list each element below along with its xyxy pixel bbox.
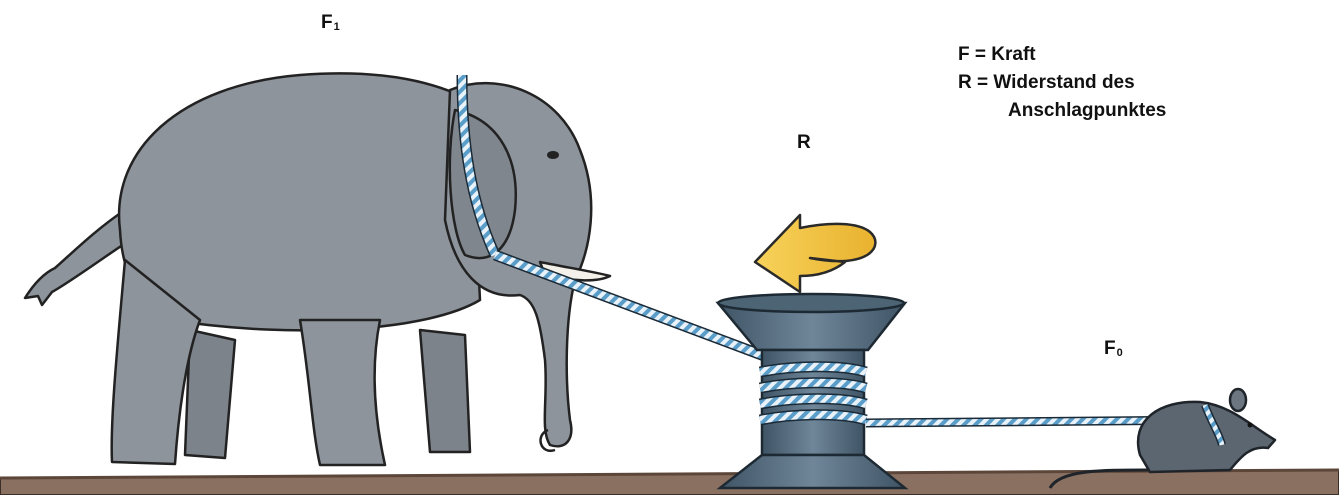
f1-symbol: F (321, 12, 333, 33)
legend-item: F = Kraft (958, 41, 1166, 69)
elephant-tail (25, 210, 130, 305)
force-label-f1: F1 (321, 12, 340, 34)
legend-text-anschlagpunktes: Anschlagpunktes (1008, 97, 1166, 125)
f0-symbol: F (1104, 338, 1116, 359)
rotation-arrow-icon (755, 215, 875, 292)
elephant-body (119, 73, 480, 330)
legend-item: R = Widerstand des (958, 69, 1166, 97)
legend-item: Anschlagpunktes (958, 97, 1166, 125)
capstan-winch (718, 294, 905, 488)
winch-bottom-flange (720, 455, 905, 488)
r-symbol: R (797, 132, 811, 153)
legend: F = Kraft R = Widerstand des Anschlagpun… (958, 41, 1166, 125)
resistance-label-r: R (797, 132, 811, 154)
legend-text-widerstand: R = Widerstand des (958, 69, 1135, 97)
force-label-f0: F0 (1104, 338, 1123, 360)
f1-subscript: 1 (334, 21, 340, 33)
mouse-ear (1230, 389, 1246, 411)
f0-subscript: 0 (1117, 347, 1123, 359)
legend-text-kraft: F = Kraft (958, 41, 1036, 69)
